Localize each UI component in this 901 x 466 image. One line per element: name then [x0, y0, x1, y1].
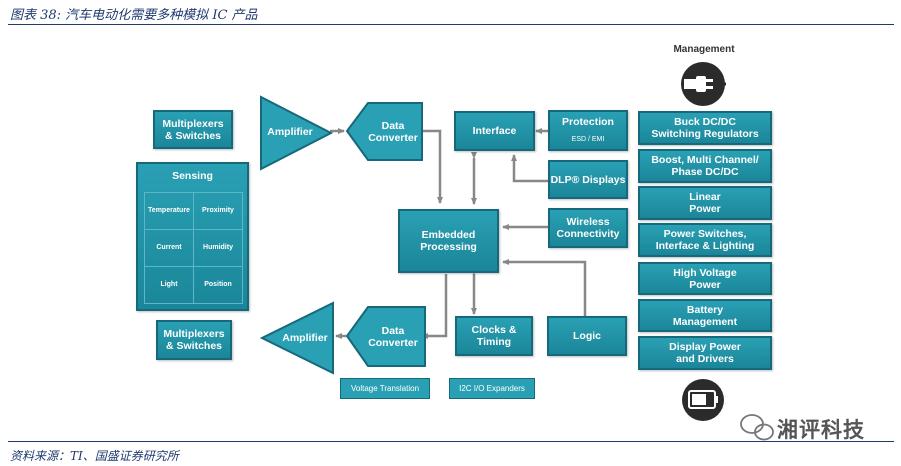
protection-sublabel: ESD / EMI	[571, 135, 605, 143]
data-converter-top-shape	[345, 102, 423, 161]
management-item-power-switches: Power Switches, Interface & Lighting	[638, 223, 772, 257]
interface-label: Interface	[472, 125, 517, 137]
source-note: 资料来源：TI、国盛证券研究所	[10, 449, 179, 463]
management-item-high-voltage: High Voltage Power	[638, 262, 772, 295]
sensing-title: Sensing	[172, 170, 213, 182]
multiplexers-switches-bottom-label: Multiplexers & Switches	[163, 328, 225, 352]
sensing-block: Sensing Temperature Proximity Current Hu…	[136, 162, 249, 311]
amplifier-bottom-label: Amplifier	[282, 332, 328, 344]
arrow-dlp-to-interface	[511, 154, 548, 183]
dlp-displays-label: DLP® Displays	[550, 173, 626, 186]
management-item-label: Buck DC/DC Switching Regulators	[651, 116, 759, 140]
amplifier-top-label: Amplifier	[267, 126, 313, 138]
management-item-boost: Boost, Multi Channel/ Phase DC/DC	[638, 149, 772, 183]
sensing-cell-temperature: Temperature	[144, 192, 194, 230]
sensing-cell-position: Position	[193, 266, 243, 304]
clocks-timing-block: Clocks & Timing	[455, 316, 533, 356]
sensing-cell-light: Light	[144, 266, 194, 304]
wireless-connectivity-block: Wireless Connectivity	[548, 208, 628, 248]
management-item-label: Display Power and Drivers	[669, 341, 741, 365]
data-converter-bottom-label: Data Converter	[368, 325, 418, 349]
amplifier-top-shape	[260, 95, 334, 171]
management-item-label: Boost, Multi Channel/ Phase DC/DC	[651, 154, 759, 178]
amplifier-bottom-shape	[259, 301, 334, 375]
management-item-label: Power Switches, Interface & Lighting	[655, 228, 755, 252]
arrow-dc-to-embedded	[418, 129, 443, 204]
multiplexers-switches-top-label: Multiplexers & Switches	[162, 117, 224, 142]
clocks-timing-label: Clocks & Timing	[471, 324, 517, 348]
embedded-processing-label: Embedded Processing	[420, 229, 477, 253]
battery-icon	[682, 379, 724, 421]
management-item-display-power: Display Power and Drivers	[638, 336, 772, 370]
multiplexers-switches-bottom: Multiplexers & Switches	[156, 320, 232, 360]
management-item-label: Linear Power	[689, 191, 721, 215]
logic-label: Logic	[573, 330, 601, 342]
protection-block: Protection ESD / EMI	[548, 110, 628, 151]
management-item-linear: Linear Power	[638, 186, 772, 220]
arrow-embedded-to-dc	[421, 274, 448, 339]
management-item-battery: Battery Management	[638, 299, 772, 332]
dlp-displays-block: DLP® Displays	[548, 160, 628, 199]
management-item-label: Battery Management	[672, 303, 738, 328]
sensing-cell-humidity: Humidity	[193, 229, 243, 267]
protection-label: Protection	[562, 115, 614, 128]
watermark-text: 湘评科技	[777, 419, 865, 442]
data-converter-bottom-shape	[345, 306, 426, 367]
embedded-processing-block: Embedded Processing	[398, 209, 499, 273]
i2c-expanders-tag: I2C I/O Expanders	[449, 378, 535, 399]
logic-block: Logic	[547, 316, 627, 356]
management-item-buck: Buck DC/DC Switching Regulators	[638, 111, 772, 145]
top-rule	[8, 24, 894, 25]
bottom-rule	[8, 441, 894, 442]
wireless-connectivity-label: Wireless Connectivity	[556, 216, 620, 240]
power-plug-icon	[681, 62, 726, 106]
data-converter-top-label: Data Converter	[368, 120, 418, 144]
multiplexers-switches-top: Multiplexers & Switches	[153, 110, 233, 149]
voltage-translation-tag: Voltage Translation	[340, 378, 430, 399]
management-title: Management	[673, 44, 735, 55]
management-item-label: High Voltage Power	[673, 266, 737, 291]
arrow-logic-to-embedded	[502, 259, 587, 316]
interface-block: Interface	[454, 111, 535, 151]
sensing-cell-current: Current	[144, 229, 194, 267]
figure-caption: 图表 38: 汽车电动化需要多种模拟 IC 产品	[10, 8, 258, 23]
sensing-cell-proximity: Proximity	[193, 192, 243, 230]
wechat-logo-icon	[740, 414, 774, 441]
